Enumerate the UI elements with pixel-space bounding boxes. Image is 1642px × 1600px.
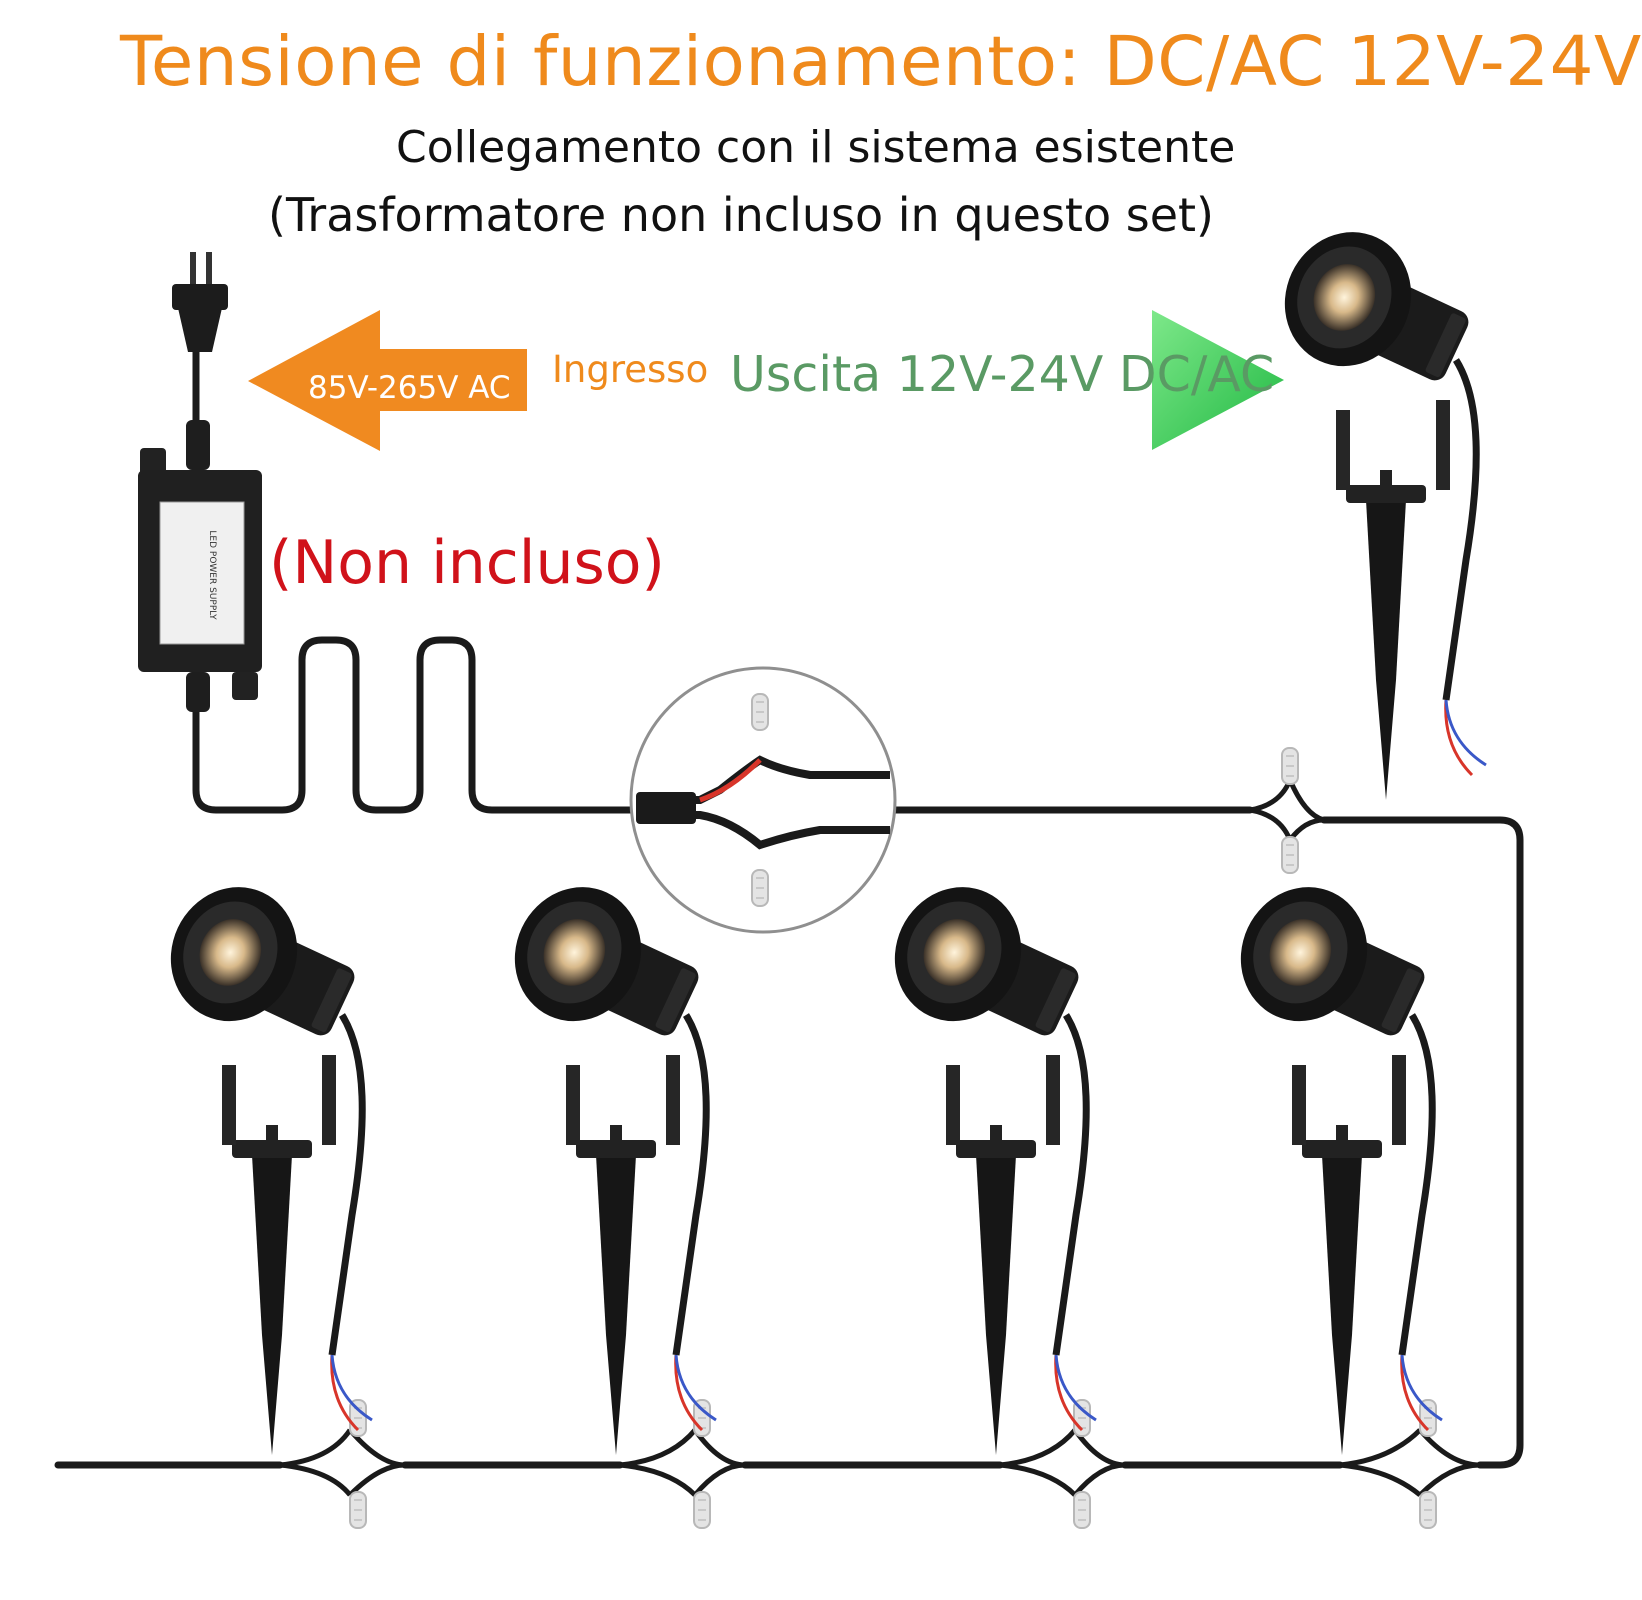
wiring-diagram <box>54 0 1524 1529</box>
input-arrow <box>248 310 527 451</box>
spotlight-3 <box>873 866 1096 1455</box>
spotlight-top-right <box>1263 211 1486 800</box>
plug-icon <box>172 252 228 352</box>
spotlight-4 <box>1219 866 1442 1455</box>
bottom-junctions <box>279 778 1481 1497</box>
input-voltage-label: 85V-265V AC <box>308 370 511 406</box>
subtitle-line-1: Collegamento con il sistema esistente <box>396 122 1236 173</box>
main-cable <box>54 348 1524 1469</box>
subtitle-line-2: (Trasformatore non incluso in questo set… <box>268 188 1214 242</box>
page-title: Tensione di funzionamento: DC/AC 12V-24V <box>120 22 1642 102</box>
not-included-label: (Non incluso) <box>269 528 665 598</box>
spotlight-2 <box>493 866 716 1455</box>
wire-connectors <box>349 747 1437 1529</box>
spotlight-1 <box>149 866 372 1455</box>
magnified-connection <box>629 666 897 934</box>
output-arrow <box>1152 310 1284 450</box>
output-label: Uscita 12V-24V DC/AC <box>730 346 1275 403</box>
power-supply-label: LED POWER SUPPLY <box>207 530 217 620</box>
input-label: Ingresso <box>552 348 709 391</box>
power-supply <box>138 420 262 712</box>
